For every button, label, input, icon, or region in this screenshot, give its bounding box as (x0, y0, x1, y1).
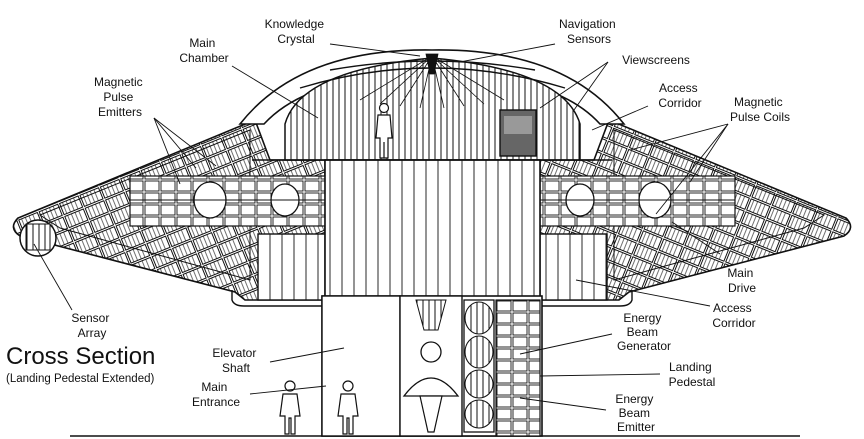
label-energy-beam-generator: Energy Beam Generator (617, 311, 671, 353)
label-knowledge-crystal: Knowledge Crystal (265, 17, 328, 46)
diagram-title: Cross Section (6, 343, 155, 370)
label-main-entrance: Main Entrance (192, 380, 240, 409)
left-access-corridor (257, 233, 326, 301)
diagram-subtitle: (Landing Pedestal Extended) (6, 373, 154, 385)
central-core (324, 159, 541, 301)
label-navigation-sensors: Navigation Sensors (559, 17, 619, 46)
label-energy-beam-emitter: Energy Beam Emitter (615, 392, 656, 434)
knowledge-crystal (359, 53, 505, 109)
energy-beam-generator (463, 299, 541, 437)
label-access-corridor-upper: Access Corridor (658, 81, 701, 110)
sensor-array-pod (19, 219, 57, 257)
label-sensor-array: Sensor Array (71, 311, 112, 340)
label-magnetic-pulse-coils: Magnetic Pulse Coils (730, 95, 790, 124)
label-landing-pedestal: Landing Pedestal (669, 360, 716, 389)
dome (238, 49, 626, 161)
left-drive-machinery (129, 175, 326, 227)
right-drive-machinery (539, 175, 736, 227)
person-figure-chamber (375, 102, 393, 159)
label-main-drive: Main Drive (727, 266, 756, 295)
leader-lines (33, 43, 729, 411)
elevator-shaft (321, 295, 401, 437)
label-elevator-shaft: Elevator Shaft (212, 346, 259, 375)
label-magnetic-pulse-emitters: Magnetic Pulse Emitters (94, 75, 146, 119)
energy-beam-emitter (399, 295, 463, 437)
label-main-chamber: Main Chamber (179, 36, 228, 65)
right-access-corridor (539, 233, 608, 301)
person-figure-entrance-left (279, 380, 301, 435)
label-viewscreens: Viewscreens (622, 53, 690, 67)
label-access-corridor-lower: Access Corridor (712, 301, 755, 330)
person-figure-entrance-right (337, 380, 359, 435)
landing-pedestal (321, 295, 543, 437)
